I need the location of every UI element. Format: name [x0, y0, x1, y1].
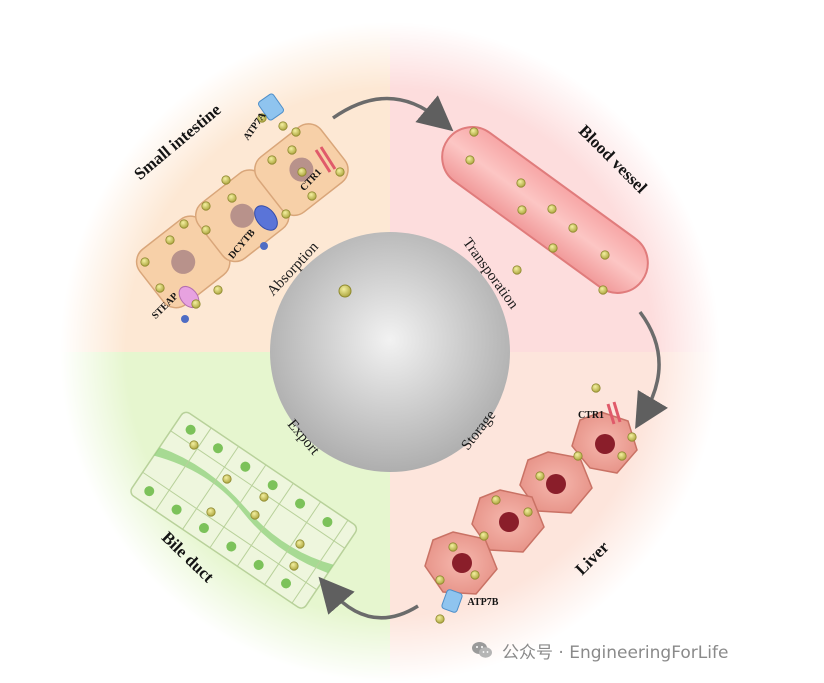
bile-duct — [130, 411, 358, 609]
flow-arrows — [318, 95, 668, 620]
copper-ion-icon — [222, 474, 232, 484]
copper-ion-icon — [257, 113, 267, 123]
copper-ion-icon — [568, 223, 578, 233]
copper-ion-icon — [250, 510, 260, 520]
arrow-to-bile-duct — [318, 576, 419, 620]
copper-ion-icon — [287, 145, 297, 155]
ctr1-liver-label: CTR1 — [578, 410, 604, 421]
copper-ion-icon — [307, 191, 317, 201]
copper-ion-icon — [155, 283, 165, 293]
arrow-to-blood-vessel — [331, 95, 454, 132]
atp7b-label: ATP7B — [468, 597, 499, 608]
copper-ion-icon — [512, 265, 522, 275]
copper-ion-icon — [548, 243, 558, 253]
copper-ion-icon — [491, 495, 501, 505]
copper-ion-icon — [465, 155, 475, 165]
copper-ion-icon — [598, 285, 608, 295]
copper-ion-icon — [201, 225, 211, 235]
copper-ion-icon — [573, 451, 583, 461]
copper-ion-icon — [435, 575, 445, 585]
copper-ion-icon — [335, 167, 345, 177]
atp7b-transporter-icon — [441, 589, 463, 613]
copper-ion-icon — [617, 451, 627, 461]
copper-ion-icon — [221, 175, 231, 185]
copper-ion-icon — [470, 570, 480, 580]
copper-ion-icon — [338, 284, 352, 298]
watermark-text: 公众号 · EngineeringForLife — [502, 642, 729, 663]
copper-ion-icon — [516, 178, 526, 188]
copper-ion-icon — [259, 492, 269, 502]
ctr1-liver-transporter-icon — [606, 401, 622, 425]
copper-ion-icon — [448, 542, 458, 552]
atp7a-transporter-icon — [257, 93, 285, 121]
hepatocyte-nucleus — [499, 512, 519, 532]
copper-ions — [140, 113, 637, 624]
copper-ion-icon — [627, 432, 637, 442]
copper-ion-icon — [179, 219, 189, 229]
hepatocyte-nucleus — [546, 474, 566, 494]
copper-ion-icon — [523, 507, 533, 517]
wechat-icon — [472, 642, 492, 658]
copper-ion-icon — [213, 285, 223, 295]
copper-ion-icon — [517, 205, 527, 215]
copper-ion-icon — [297, 167, 307, 177]
copper-ion-icon — [201, 201, 211, 211]
copper-ion-icon — [206, 507, 216, 517]
copper-ion-icon — [600, 250, 610, 260]
hepatocyte-nucleus — [595, 434, 615, 454]
copper-ion-icon — [267, 155, 277, 165]
copper-ion-icon — [181, 315, 189, 323]
copper-ion-icon — [291, 127, 301, 137]
copper-ion-icon — [191, 299, 201, 309]
bile-duct-lumen — [153, 447, 334, 574]
copper-ion-icon — [591, 383, 601, 393]
copper-ion-icon — [547, 204, 557, 214]
copper-ion-icon — [469, 127, 479, 137]
watermark: 公众号 · EngineeringForLife — [470, 637, 728, 663]
dcytb-transporter-icon — [254, 205, 278, 231]
human-body-center — [270, 232, 510, 472]
enterocyte-nucleus — [171, 249, 196, 274]
copper-ion-icon — [140, 257, 150, 267]
copper-ion-icon — [435, 614, 445, 624]
enterocyte-nucleus — [230, 203, 255, 228]
copper-ion-icon — [289, 561, 299, 571]
copper-ion-icon — [227, 193, 237, 203]
copper-ion-icon — [281, 209, 291, 219]
ctr1-transporter-icon — [314, 146, 337, 173]
liver-hepatocytes — [424, 401, 638, 613]
copper-ion-icon — [278, 121, 288, 131]
copper-ion-icon — [165, 235, 175, 245]
hepatocyte-nucleus — [452, 553, 472, 573]
copper-ion-icon — [189, 440, 199, 450]
copper-ion-icon — [260, 242, 268, 250]
blood-vessel — [441, 126, 649, 294]
copper-ion-icon — [479, 531, 489, 541]
copper-ion-icon — [295, 539, 305, 549]
copper-ion-icon — [535, 471, 545, 481]
arrow-to-liver — [635, 310, 668, 430]
